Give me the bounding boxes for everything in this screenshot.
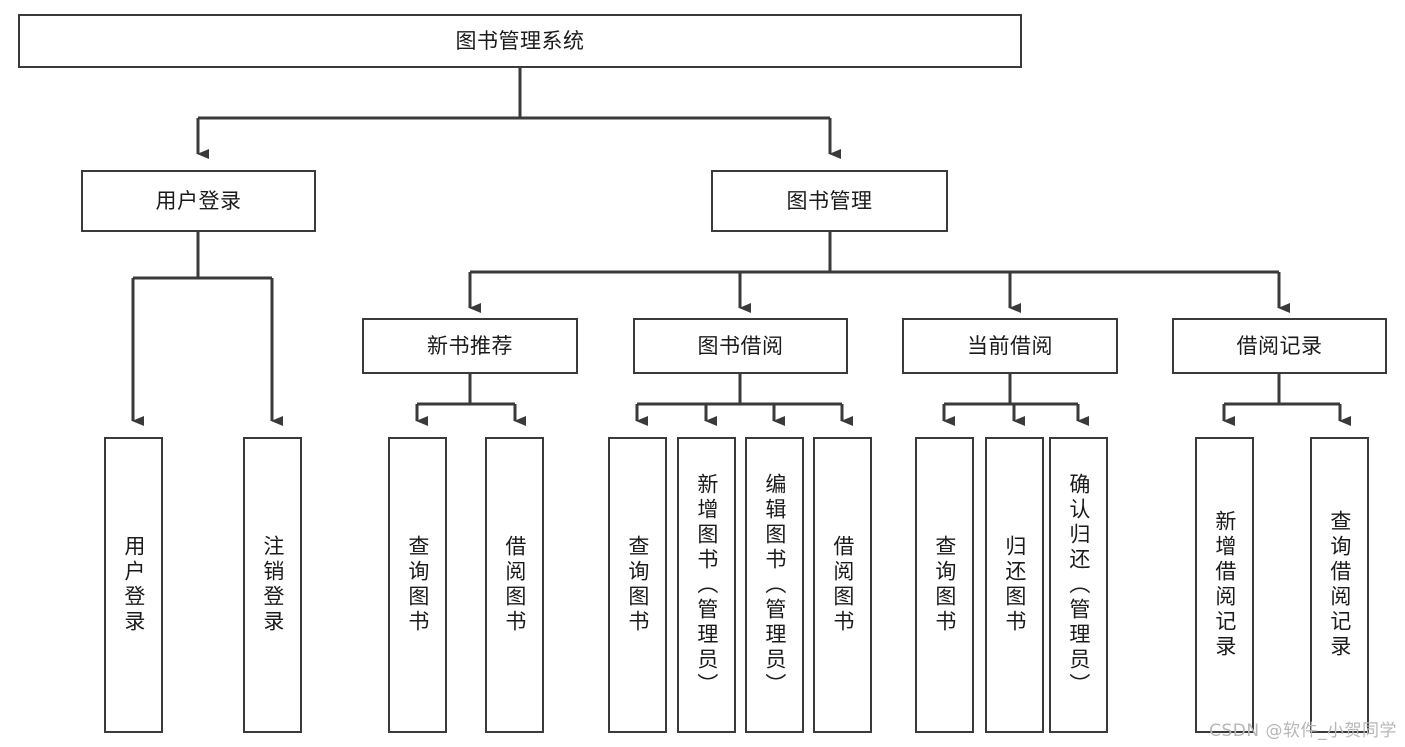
node-leaf-user-login-label: 用户登录 [121, 535, 146, 635]
node-leaf-add-record-label: 新增借阅记录 [1212, 510, 1237, 660]
node-leaf-add-book[interactable]: 新增图书（管理员） [677, 437, 736, 733]
node-leaf-return-book[interactable]: 归还图书 [985, 437, 1044, 733]
node-leaf-add-book-label: 新增图书（管理员） [694, 472, 719, 698]
node-current-borrow[interactable]: 当前借阅 [902, 318, 1118, 374]
node-leaf-user-logout[interactable]: 注销登录 [243, 437, 302, 733]
node-user-login-label: 用户登录 [155, 188, 242, 213]
node-leaf-borrow-book-1[interactable]: 借阅图书 [485, 437, 544, 733]
node-book-borrow-label: 图书借阅 [697, 333, 784, 358]
node-leaf-query-book-2-label: 查询图书 [625, 535, 650, 635]
node-leaf-add-record[interactable]: 新增借阅记录 [1195, 437, 1254, 733]
node-leaf-user-logout-label: 注销登录 [260, 535, 285, 635]
node-leaf-user-login[interactable]: 用户登录 [104, 437, 163, 733]
node-new-book-rec[interactable]: 新书推荐 [362, 318, 578, 374]
node-leaf-borrow-book-2-label: 借阅图书 [830, 535, 855, 635]
node-leaf-query-book-1-label: 查询图书 [405, 535, 430, 635]
node-borrow-record-label: 借阅记录 [1236, 333, 1323, 358]
node-leaf-edit-book-label: 编辑图书（管理员） [762, 472, 787, 698]
node-leaf-query-book-1[interactable]: 查询图书 [388, 437, 447, 733]
node-current-borrow-label: 当前借阅 [967, 333, 1053, 358]
node-leaf-query-book-3[interactable]: 查询图书 [915, 437, 974, 733]
node-borrow-record[interactable]: 借阅记录 [1172, 318, 1387, 374]
node-leaf-query-book-2[interactable]: 查询图书 [608, 437, 667, 733]
node-book-manage-label: 图书管理 [786, 188, 873, 213]
node-leaf-confirm-return[interactable]: 确认归还（管理员） [1049, 437, 1108, 733]
csdn-watermark: CSDN @软件_小贺同学 [1209, 721, 1397, 741]
node-new-book-rec-label: 新书推荐 [427, 333, 513, 358]
node-leaf-query-record[interactable]: 查询借阅记录 [1310, 437, 1369, 733]
node-root[interactable]: 图书管理系统 [18, 14, 1022, 68]
node-leaf-return-book-label: 归还图书 [1002, 535, 1027, 635]
node-leaf-edit-book[interactable]: 编辑图书（管理员） [745, 437, 804, 733]
node-book-manage[interactable]: 图书管理 [711, 170, 948, 232]
node-leaf-confirm-return-label: 确认归还（管理员） [1066, 472, 1091, 698]
node-leaf-query-record-label: 查询借阅记录 [1327, 510, 1352, 660]
node-book-borrow[interactable]: 图书借阅 [633, 318, 848, 374]
node-leaf-borrow-book-2[interactable]: 借阅图书 [813, 437, 872, 733]
node-root-label: 图书管理系统 [455, 28, 585, 53]
node-leaf-borrow-book-1-label: 借阅图书 [502, 535, 527, 635]
node-user-login[interactable]: 用户登录 [81, 170, 316, 232]
node-leaf-query-book-3-label: 查询图书 [932, 535, 957, 635]
